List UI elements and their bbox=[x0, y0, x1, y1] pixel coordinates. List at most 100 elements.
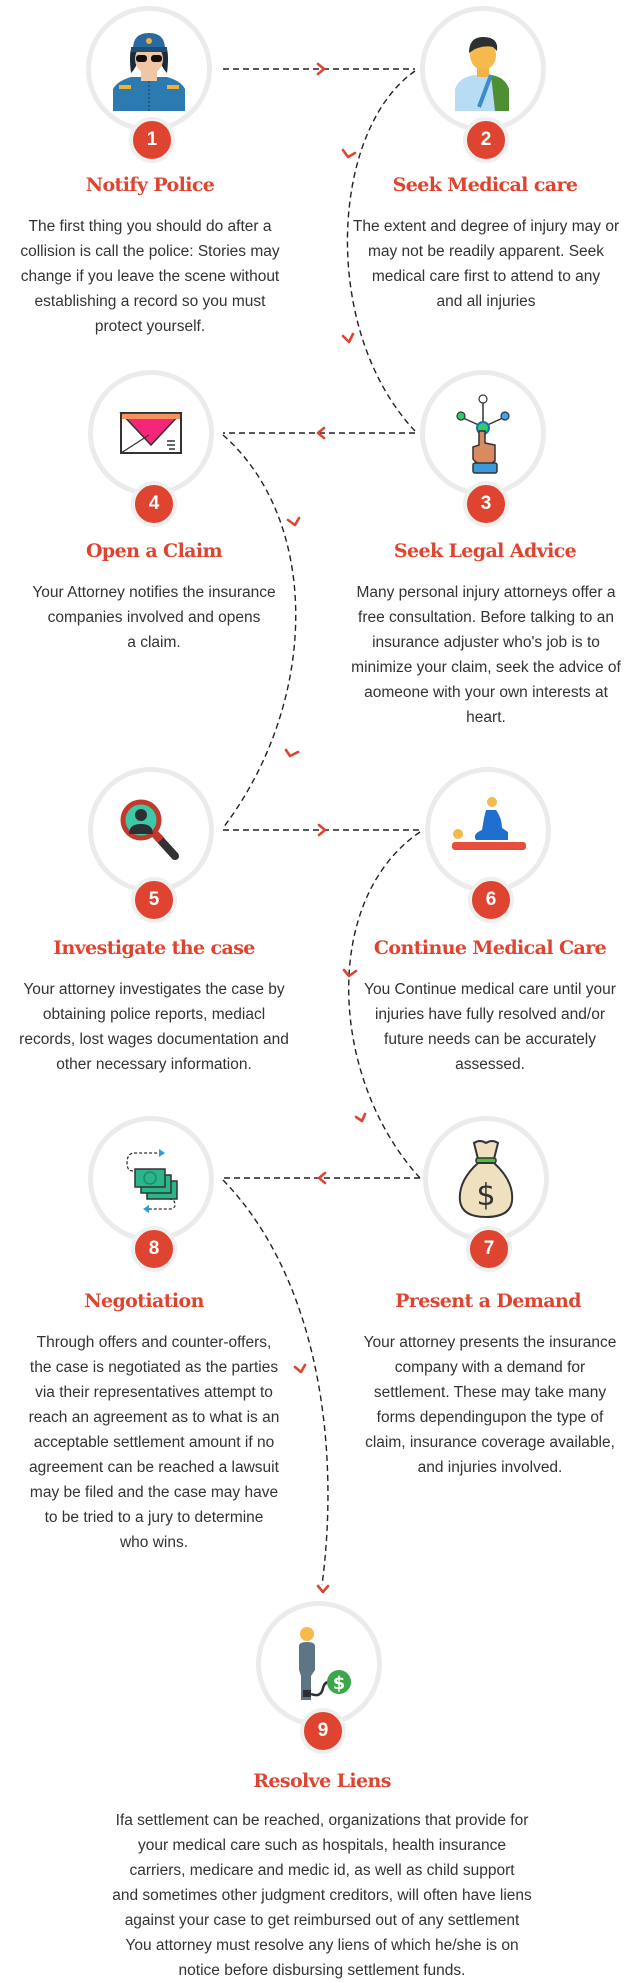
desc-line: Ifa settlement can be reached, organizat… bbox=[115, 1812, 529, 1829]
desc-line: acceptable settlement amount if no bbox=[33, 1434, 275, 1451]
step-6-title: Continue Medical Care bbox=[373, 937, 607, 959]
money-bag-icon: $ bbox=[458, 1140, 514, 1219]
desc-line: injuries have fully resolved and/or bbox=[374, 1006, 606, 1023]
desc-line: notice before disbursing settlement fund… bbox=[178, 1962, 466, 1979]
desc-line: a claim. bbox=[127, 634, 181, 651]
step-1-description: The first thing you should do after a co… bbox=[0, 214, 305, 339]
desc-line: Your attorney investigates the case by bbox=[23, 981, 285, 998]
desc-line: agreement can be reached a lawsuit bbox=[29, 1459, 279, 1476]
step-9-description: Ifa settlement can be reached, organizat… bbox=[62, 1808, 582, 1983]
step-5-description: Your attorney investigates the case by o… bbox=[0, 977, 314, 1077]
desc-line: The first thing you should do after a bbox=[28, 218, 272, 235]
person-chained-money-icon: $ bbox=[299, 1627, 351, 1700]
step-4-badge: 4 bbox=[131, 481, 177, 527]
step-3-title: Seek Legal Advice bbox=[393, 540, 577, 562]
desc-line: the case is negotiated as the parties bbox=[29, 1359, 279, 1376]
arrow-right-5 bbox=[317, 823, 327, 837]
desc-line: assessed. bbox=[455, 1056, 525, 1073]
arrow-down-9 bbox=[316, 1584, 330, 1594]
step-7-description: Your attorney presents the insurance com… bbox=[330, 1330, 643, 1480]
desc-line: establishing a record so you must bbox=[34, 293, 266, 310]
step-9-title: Resolve Liens bbox=[253, 1770, 391, 1792]
arrow-right-1 bbox=[316, 62, 326, 76]
desc-line: may be filed and the case may have bbox=[29, 1484, 279, 1501]
step-5-title: Investigate the case bbox=[53, 937, 255, 959]
step-1-title: Notify Police bbox=[85, 174, 215, 196]
desc-line: You attorney must resolve any liens of w… bbox=[125, 1937, 519, 1954]
svg-text:$: $ bbox=[333, 1673, 346, 1694]
step-5-ring bbox=[88, 767, 214, 893]
desc-line: Through offers and counter-offers, bbox=[36, 1334, 272, 1351]
desc-line: and injuries involved. bbox=[417, 1459, 563, 1476]
svg-text:$: $ bbox=[476, 1178, 495, 1213]
desc-line: obtaining police reports, mediacl bbox=[42, 1006, 266, 1023]
desc-line: forms dependingupon the type of bbox=[376, 1409, 604, 1426]
arrow-left-7 bbox=[317, 1171, 327, 1185]
arrow-left-3 bbox=[316, 426, 326, 440]
desc-line: may not be readily apparent. Seek bbox=[367, 243, 605, 260]
arrow-down-3 bbox=[341, 332, 355, 344]
desc-line: future needs can be accurately bbox=[384, 1031, 596, 1048]
step-1-badge: 1 bbox=[129, 117, 175, 163]
step-6-ring bbox=[425, 767, 551, 893]
step-4-ring bbox=[88, 370, 214, 496]
desc-line: free consultation. Before talking to an bbox=[358, 609, 614, 626]
desc-line: to be tried to a jury to determine bbox=[44, 1509, 264, 1526]
arrow-down-6 bbox=[342, 968, 358, 978]
step-2-description: The extent and degree of injury may or m… bbox=[326, 214, 643, 314]
desc-line: heart. bbox=[466, 709, 506, 726]
desc-line: against your case to get reimbursed out … bbox=[124, 1912, 520, 1929]
envelope-icon bbox=[119, 412, 183, 454]
step-7-badge: 7 bbox=[466, 1226, 512, 1272]
desc-line: companies involved and opens bbox=[47, 609, 261, 626]
desc-line: company with a demand for bbox=[394, 1359, 586, 1376]
step-2-title: Seek Medical care bbox=[392, 174, 578, 196]
step-7-ring: $ bbox=[423, 1116, 549, 1242]
desc-line: Many personal injury attorneys offer a bbox=[356, 584, 616, 601]
desc-line: medical care first to attend to any bbox=[371, 268, 601, 285]
step-6-description: You Continue medical care until your inj… bbox=[330, 977, 643, 1077]
step-8-badge: 8 bbox=[131, 1226, 177, 1272]
desc-line: claim, insurance coverage available, bbox=[365, 1434, 615, 1451]
desc-line: Your Attorney notifies the insurance bbox=[32, 584, 276, 601]
desc-line: Your attorney presents the insurance bbox=[363, 1334, 617, 1351]
desc-line: You Continue medical care until your bbox=[364, 981, 616, 998]
desc-line: aomeone with your own interests at bbox=[364, 684, 608, 701]
step-6-badge: 6 bbox=[468, 877, 514, 923]
step-8-description: Through offers and counter-offers, the c… bbox=[4, 1330, 304, 1555]
desc-line: carriers, medicare and medic id, as well… bbox=[129, 1862, 515, 1879]
desc-line: settlement. These may take many bbox=[373, 1384, 607, 1401]
money-exchange-icon bbox=[126, 1149, 178, 1213]
desc-line: The extent and degree of injury may or bbox=[352, 218, 620, 235]
step-3-badge: 3 bbox=[463, 481, 509, 527]
step-4-title: Open a Claim bbox=[85, 540, 223, 562]
desc-line: minimize your claim, seek the advice of bbox=[351, 659, 621, 676]
step-9-badge: 9 bbox=[300, 1708, 346, 1754]
desc-line: insurance adjuster who's job is to bbox=[372, 634, 600, 651]
arrow-down-5 bbox=[284, 748, 300, 758]
desc-line: reach an agreement as to what is an bbox=[28, 1409, 280, 1426]
arrow-down-2 bbox=[341, 148, 357, 159]
step-7-title: Present a Demand bbox=[395, 1290, 581, 1312]
step-2-ring bbox=[420, 6, 546, 132]
desc-line: and all injuries bbox=[436, 293, 536, 310]
desc-line: your medical care such as hospitals, hea… bbox=[138, 1837, 506, 1854]
physiotherapy-icon bbox=[452, 797, 526, 850]
step-8-title: Negotiation bbox=[84, 1290, 204, 1312]
step-8-ring bbox=[88, 1116, 214, 1242]
desc-line: protect yourself. bbox=[94, 318, 206, 335]
step-3-description: Many personal injury attorneys offer a f… bbox=[326, 580, 643, 730]
desc-line: records, lost wages documentation and bbox=[19, 1031, 289, 1048]
desc-line: change if you leave the scene without bbox=[20, 268, 280, 285]
magnifier-person-icon bbox=[120, 799, 179, 860]
desc-line: who wins. bbox=[119, 1534, 189, 1551]
desc-line: and sometimes other judgment creditors, … bbox=[112, 1887, 532, 1904]
step-1-ring bbox=[86, 6, 212, 132]
step-2-badge: 2 bbox=[463, 117, 509, 163]
arrow-down-7 bbox=[354, 1112, 367, 1123]
police-officer-icon bbox=[113, 33, 185, 111]
step-5-badge: 5 bbox=[131, 877, 177, 923]
injured-person-icon bbox=[455, 37, 509, 111]
desc-line: via their representatives attempt to bbox=[35, 1384, 273, 1401]
step-4-description: Your Attorney notifies the insurance com… bbox=[4, 580, 304, 655]
